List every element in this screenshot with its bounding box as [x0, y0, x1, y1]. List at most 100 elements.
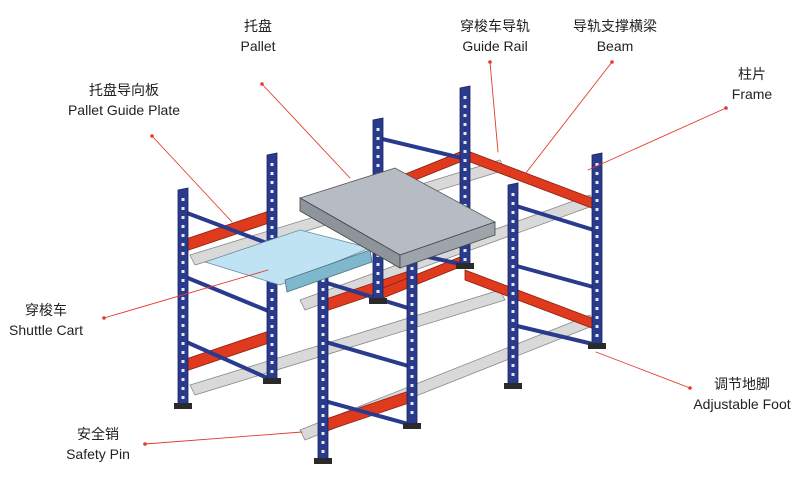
- leader-dot-7: [143, 442, 147, 446]
- rail-beam-4: [464, 149, 598, 211]
- upright-hole: [511, 265, 515, 268]
- upright-hole: [511, 328, 515, 331]
- upright-hole: [181, 297, 185, 300]
- upright-hole: [181, 198, 185, 201]
- upright-hole: [181, 252, 185, 255]
- upright-hole: [511, 292, 515, 295]
- upright-hole: [270, 226, 274, 229]
- upright-hole: [511, 229, 515, 232]
- upright-hole: [595, 217, 599, 220]
- upright-hole: [410, 366, 414, 369]
- label-safety-pin-zh: 安全销: [77, 427, 119, 443]
- upright-hole: [181, 324, 185, 327]
- leader-dot-5: [102, 316, 106, 320]
- frame-brace-3-1: [511, 263, 599, 290]
- upright-hole: [270, 163, 274, 166]
- label-adjustable-foot: 调节地脚 Adjustable Foot: [684, 376, 800, 414]
- label-beam-zh: 导轨支撑横梁: [573, 19, 657, 35]
- label-guide-plate-en: Pallet Guide Plate: [67, 101, 181, 118]
- upright-hole: [181, 315, 185, 318]
- frame-brace-0-2: [181, 338, 274, 382]
- frame-brace-0-0: [181, 209, 274, 247]
- upright-hole: [410, 384, 414, 387]
- foot-plate-7: [588, 343, 606, 349]
- upright-hole: [410, 285, 414, 288]
- frame-brace-0-1: [181, 274, 274, 315]
- upright-hole: [595, 262, 599, 265]
- label-safety-pin-en: Safety Pin: [66, 445, 130, 462]
- upright-hole: [410, 303, 414, 306]
- upright-hole: [270, 334, 274, 337]
- upright-hole: [376, 128, 380, 131]
- upright-hole: [511, 319, 515, 322]
- upright-hole: [321, 288, 325, 291]
- upright-hole: [181, 288, 185, 291]
- upright-hole: [321, 315, 325, 318]
- leader-line-5: [103, 269, 269, 319]
- adjustable-feet: [174, 263, 606, 464]
- upright-hole: [511, 301, 515, 304]
- upright-hole: [511, 364, 515, 367]
- upright-hole: [463, 96, 467, 99]
- upright-hole: [181, 207, 185, 210]
- frame-brace-3-2: [511, 323, 599, 347]
- label-beam: 导轨支撑横梁 Beam: [560, 18, 670, 56]
- frame-brace-2-0: [321, 279, 414, 312]
- upright-hole: [270, 361, 274, 364]
- label-adjustable-foot-en: Adjustable Foot: [693, 395, 791, 412]
- upright-hole: [376, 164, 380, 167]
- upright-hole: [595, 235, 599, 238]
- upright-hole: [595, 271, 599, 274]
- upright-hole: [270, 307, 274, 310]
- upright-hole: [511, 238, 515, 241]
- upright-hole: [181, 333, 185, 336]
- label-frame-en: Frame: [731, 85, 773, 102]
- upright-hole: [321, 333, 325, 336]
- upright-hole: [511, 355, 515, 358]
- upright-hole: [321, 396, 325, 399]
- pallet: [299, 167, 496, 269]
- upright-hole: [270, 217, 274, 220]
- shuttle-cart-body: [203, 229, 372, 286]
- upright-hole: [511, 346, 515, 349]
- upright-hole: [181, 387, 185, 390]
- upright-post-0: [177, 187, 189, 406]
- upright-hole: [270, 172, 274, 175]
- leader-dot-1: [150, 134, 154, 138]
- upright-hole: [181, 306, 185, 309]
- upright-hole: [376, 155, 380, 158]
- upright-hole: [270, 289, 274, 292]
- upright-hole: [595, 172, 599, 175]
- leader-dot-2: [488, 60, 492, 64]
- leader-dot-6: [688, 386, 692, 390]
- foot-plate-3: [456, 263, 474, 269]
- upright-hole: [321, 306, 325, 309]
- upright-hole: [595, 334, 599, 337]
- label-pallet-zh: 托盘: [244, 19, 272, 35]
- upright-hole: [410, 375, 414, 378]
- upright-hole: [321, 432, 325, 435]
- label-guide-rail-zh: 穿梭车导轨: [460, 19, 530, 35]
- upright-hole: [181, 360, 185, 363]
- upright-hole: [463, 195, 467, 198]
- upright-hole: [410, 411, 414, 414]
- foot-plate-6: [504, 383, 522, 389]
- leader-line-6: [595, 351, 691, 389]
- upright-hole: [410, 267, 414, 270]
- upright-hole: [511, 220, 515, 223]
- upright-hole: [321, 405, 325, 408]
- label-safety-pin: 安全销 Safety Pin: [56, 426, 140, 464]
- upright-hole: [511, 373, 515, 376]
- label-guide-rail: 穿梭车导轨 Guide Rail: [440, 18, 550, 56]
- upright-hole: [410, 348, 414, 351]
- leader-dot-0: [260, 82, 264, 86]
- upright-hole: [410, 393, 414, 396]
- upright-hole: [511, 256, 515, 259]
- leader-line-3: [521, 61, 613, 179]
- leader-line-1: [151, 135, 233, 223]
- upright-hole: [321, 360, 325, 363]
- upright-hole: [410, 312, 414, 315]
- upright-hole: [376, 137, 380, 140]
- upright-hole: [595, 226, 599, 229]
